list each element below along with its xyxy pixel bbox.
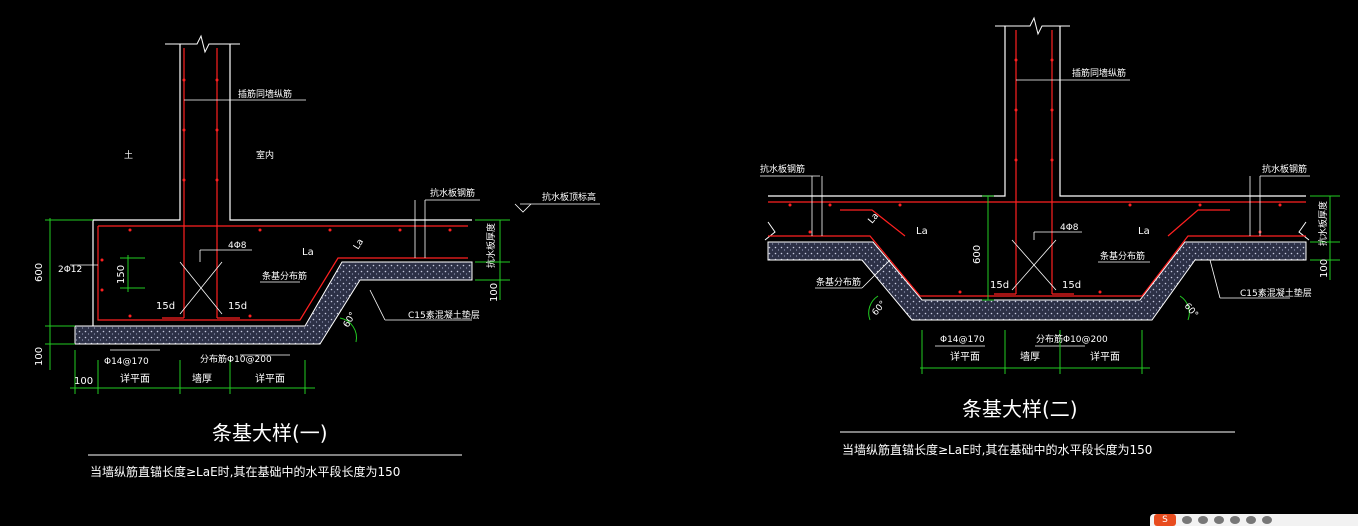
d2-waterproof-thk-label: 抗水板厚度 <box>1317 201 1329 246</box>
d2-hook-left-label: 15d <box>990 280 1009 291</box>
d2-wall-rebar-label: 插筋同墙纵筋 <box>1072 67 1126 79</box>
d1-hook-left-label: 15d <box>156 301 175 312</box>
d2-waterproof-rebar-left-label: 抗水板钢筋 <box>760 163 805 175</box>
ime-mode-icon[interactable] <box>1182 516 1192 524</box>
d2-dim-detail-left: 详平面 <box>950 350 980 363</box>
d1-dim-600: 600 <box>34 263 45 282</box>
d2-dim-100-right: 100 <box>1319 259 1330 278</box>
d2-la-left-label: La <box>916 226 928 237</box>
d2-dim-wall: 墙厚 <box>1020 350 1040 363</box>
ime-settings-icon[interactable] <box>1262 516 1272 524</box>
d1-dist-bar-label: 分布筋Φ10@200 <box>200 353 272 365</box>
c15-bedding-1 <box>74 261 473 345</box>
d2-base-dist-left-label: 条基分布筋 <box>816 276 861 288</box>
detail-1: 插筋同墙纵筋 土 室内 抗水板钢筋 抗水板顶标高 4Φ8 La 条基分布筋 2Φ… <box>34 34 600 479</box>
d2-title: 条基大样(二) <box>962 397 1078 421</box>
d2-note: 当墙纵筋直锚长度≥LaE时,其在基础中的水平段长度为150 <box>842 442 1152 457</box>
d1-la-label: La <box>302 247 314 258</box>
d1-main-bar-label: Φ14@170 <box>104 357 149 367</box>
d2-dist-bar-label: 分布筋Φ10@200 <box>1036 333 1108 345</box>
d2-hook-right-label: 15d <box>1062 280 1081 291</box>
d2-base-dist-right-label: 条基分布筋 <box>1100 250 1145 262</box>
d1-soil-label: 土 <box>124 149 133 161</box>
break-mark-1 <box>165 34 240 54</box>
ime-toolbar[interactable]: S <box>1150 514 1358 526</box>
d1-hook-right-label: 15d <box>228 301 247 312</box>
d1-note: 当墙纵筋直锚长度≥LaE时,其在基础中的水平段长度为150 <box>90 464 400 479</box>
d2-c15-label: C15素混凝土垫层 <box>1240 287 1312 299</box>
break-mark-2 <box>995 16 1070 36</box>
d1-dim-detail-right: 详平面 <box>255 372 285 385</box>
d2-main-bar-label: Φ14@170 <box>940 335 985 345</box>
d1-la-diag-label: La <box>352 237 366 251</box>
d1-base-dist-label: 条基分布筋 <box>262 270 307 282</box>
d1-indoor-label: 室内 <box>256 149 274 161</box>
d1-dim-150: 150 <box>116 265 127 284</box>
d2-angle-right-label: 60° <box>1182 302 1200 321</box>
d2-dim-detail-right: 详平面 <box>1090 350 1120 363</box>
ime-voice-icon[interactable] <box>1230 516 1240 524</box>
d1-title: 条基大样(一) <box>212 421 328 445</box>
c15-bedding-2 <box>767 241 1307 321</box>
d1-c15-label: C15素混凝土垫层 <box>408 309 480 321</box>
wall-outline-1 <box>92 44 472 326</box>
detail-2: 插筋同墙纵筋 抗水板钢筋 抗水板钢筋 La La 4Φ8 条基分布筋 条基分布筋… <box>760 16 1340 457</box>
d1-waterproof-rebar-label: 抗水板钢筋 <box>430 187 475 199</box>
ime-emoji-icon[interactable] <box>1214 516 1224 524</box>
d2-angle-left-label: 60° <box>871 299 889 318</box>
d1-waterproof-top-label: 抗水板顶标高 <box>542 191 596 203</box>
d2-dim-600: 600 <box>972 245 983 264</box>
d1-dim-detail-left: 详平面 <box>120 372 150 385</box>
wall-outline-2 <box>768 26 1306 197</box>
d2-stirrup-label: 4Φ8 <box>1060 223 1079 233</box>
d1-wall-rebar-label: 插筋同墙纵筋 <box>238 88 292 100</box>
ime-logo-icon[interactable]: S <box>1154 514 1176 526</box>
ime-keyboard-icon[interactable] <box>1246 516 1256 524</box>
d1-dim-100-left: 100 <box>34 347 45 366</box>
d1-dim-100-right: 100 <box>489 283 500 302</box>
d1-angle-label: 60° <box>342 311 359 330</box>
d2-la-diag-left-label: La <box>867 211 881 225</box>
d1-dim-wall: 墙厚 <box>192 372 212 385</box>
d2-waterproof-rebar-right-label: 抗水板钢筋 <box>1262 163 1307 175</box>
d1-stirrup-label: 4Φ8 <box>228 241 247 251</box>
d2-la-right-label: La <box>1138 226 1150 237</box>
ime-punct-icon[interactable] <box>1198 516 1208 524</box>
d1-waterproof-thk-label: 抗水板厚度 <box>485 223 497 268</box>
d1-dim-100-bottom: 100 <box>74 376 93 387</box>
d1-side-bars-label: 2Φ12 <box>58 265 82 275</box>
